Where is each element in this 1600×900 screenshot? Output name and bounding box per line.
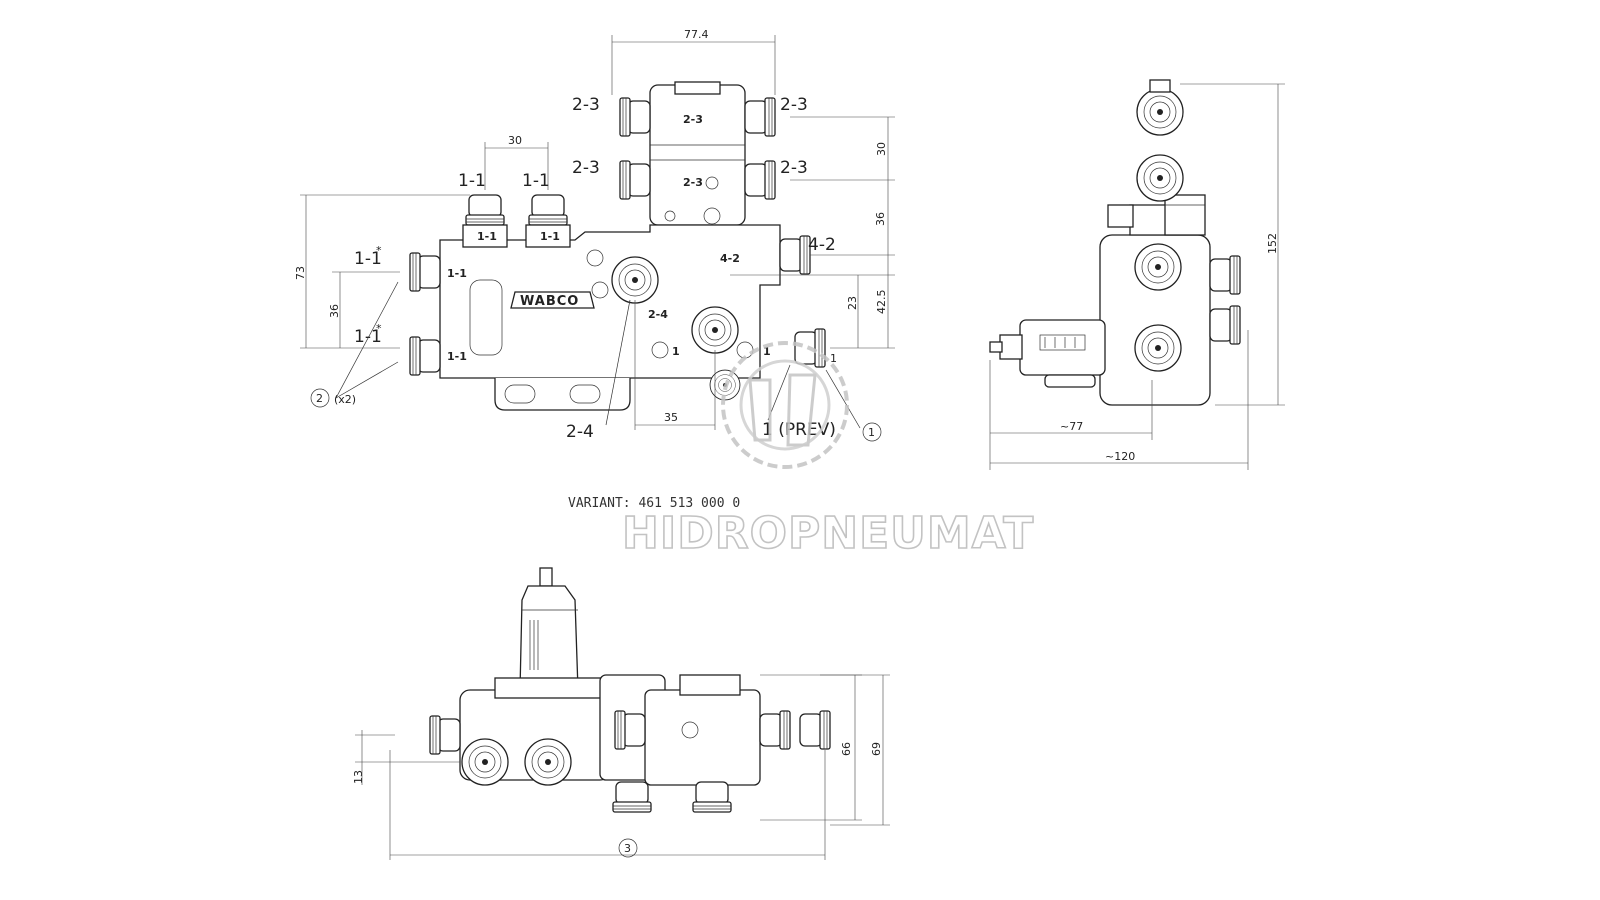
mark-1-1-a: 1-1: [477, 230, 497, 243]
mark-1-1-b: 1-1: [540, 230, 560, 243]
label-1-small: 1: [830, 352, 837, 365]
side-port-second: [1136, 154, 1184, 202]
dim-152: 152: [1180, 83, 1285, 406]
svg-text:13: 13: [352, 770, 365, 784]
mark-1-a: 1: [672, 345, 680, 358]
svg-text:2: 2: [316, 392, 323, 405]
star-a: *: [376, 244, 382, 257]
svg-text:36: 36: [874, 212, 887, 226]
svg-text:36: 36: [328, 304, 341, 318]
side-port-middle: [1134, 243, 1182, 291]
mark-2-4: 2-4: [648, 308, 668, 321]
fitting-2-3-mid-right: [744, 160, 776, 200]
front-view: 2-3 2-3 1-1 1-1 1-1 1-1 4-2 2-4 1 1 WABC…: [294, 28, 895, 442]
label-2-3-top-left: 2-3: [572, 95, 600, 115]
svg-text:30: 30: [875, 142, 888, 156]
mark-1-1-c: 1-1: [447, 267, 467, 280]
svg-text:1: 1: [868, 426, 875, 439]
label-1-1-star-a: 1-1: [354, 249, 382, 269]
svg-text:42.5: 42.5: [875, 290, 888, 315]
dim-right-stack: 30 36 42.5 23: [730, 116, 895, 349]
side-view: 152 ~77 ~120: [989, 79, 1285, 470]
mark-1-1-d: 1-1: [447, 350, 467, 363]
fitting-2-3-mid-left: [619, 160, 651, 200]
fitting-2-3-top-left: [619, 97, 651, 137]
bottom-regulator: [519, 585, 579, 691]
callout-1: 1: [862, 422, 882, 442]
fitting-1-1-b: [528, 194, 568, 226]
bottom-body-right: [644, 689, 761, 786]
star-b: *: [376, 322, 382, 335]
callout-2: 2 (x2): [310, 388, 356, 408]
label-1-1-b: 1-1: [522, 171, 550, 191]
wabco-plate: [510, 291, 595, 309]
dim-69: 69: [820, 674, 890, 826]
side-regulator: [1019, 319, 1106, 376]
dim-30-top: 30: [484, 134, 549, 190]
label-2-3-mid-right: 2-3: [780, 158, 808, 178]
svg-text:69: 69: [870, 742, 883, 756]
watermark-text: HIDROPNEUMAT: [622, 508, 1034, 559]
svg-text:~77: ~77: [1060, 420, 1083, 433]
dim-66: 66: [760, 674, 862, 821]
label-1-1-star-b: 1-1: [354, 327, 382, 347]
svg-text:23: 23: [846, 296, 859, 310]
svg-text:~120: ~120: [1105, 450, 1135, 463]
fitting-1-1-a: [465, 194, 505, 226]
label-1-1-a: 1-1: [458, 171, 486, 191]
mark-1-b: 1: [763, 345, 771, 358]
bottom-view: 13 66 69 3: [352, 567, 890, 860]
dim-73: 73: [294, 194, 470, 349]
callout-3: 3: [624, 842, 631, 855]
fitting-1-1-star-a: [409, 252, 441, 292]
label-2-4: 2-4: [566, 422, 594, 442]
svg-text:66: 66: [840, 742, 853, 756]
dim-120: ~120: [990, 330, 1249, 470]
side-port-lower: [1134, 324, 1182, 372]
dim-36-left: 36: [328, 271, 400, 348]
watermark: HIDROPNEUMAT: [621, 341, 1034, 560]
bottom-port-b: [524, 738, 572, 786]
svg-text:73: 73: [294, 266, 307, 280]
mark-2-3-a: 2-3: [683, 113, 703, 126]
dim-13: 13: [352, 730, 460, 785]
dim-3: 3: [389, 750, 826, 860]
mark-4-2: 4-2: [720, 252, 740, 265]
svg-text:30: 30: [508, 134, 522, 147]
svg-text:(x2): (x2): [334, 393, 356, 406]
port-circle-2-4-right: [691, 306, 739, 354]
label-2-3-top-right: 2-3: [780, 95, 808, 115]
port-circle-2-4-left: [611, 256, 659, 304]
mark-2-3-b: 2-3: [683, 176, 703, 189]
side-port-top: [1136, 88, 1184, 136]
upper-block: [649, 84, 746, 226]
dim-35: 35: [634, 300, 716, 430]
svg-text:152: 152: [1266, 233, 1279, 254]
label-2-3-mid-left: 2-3: [572, 158, 600, 178]
brand-wabco: WABCO: [520, 294, 579, 309]
variant-label: VARIANT: 461 513 000 0: [568, 496, 740, 511]
dim-77: ~77: [989, 360, 1153, 470]
bottom-port-a: [461, 738, 509, 786]
svg-text:35: 35: [664, 411, 678, 424]
label-4-2: 4-2: [808, 235, 836, 255]
fitting-1-1-star-b: [409, 336, 441, 376]
fitting-2-3-top-right: [744, 97, 776, 137]
fitting-4-2: [779, 235, 811, 275]
dim-77-4: 77.4: [611, 28, 776, 95]
svg-text:77.4: 77.4: [684, 28, 709, 41]
